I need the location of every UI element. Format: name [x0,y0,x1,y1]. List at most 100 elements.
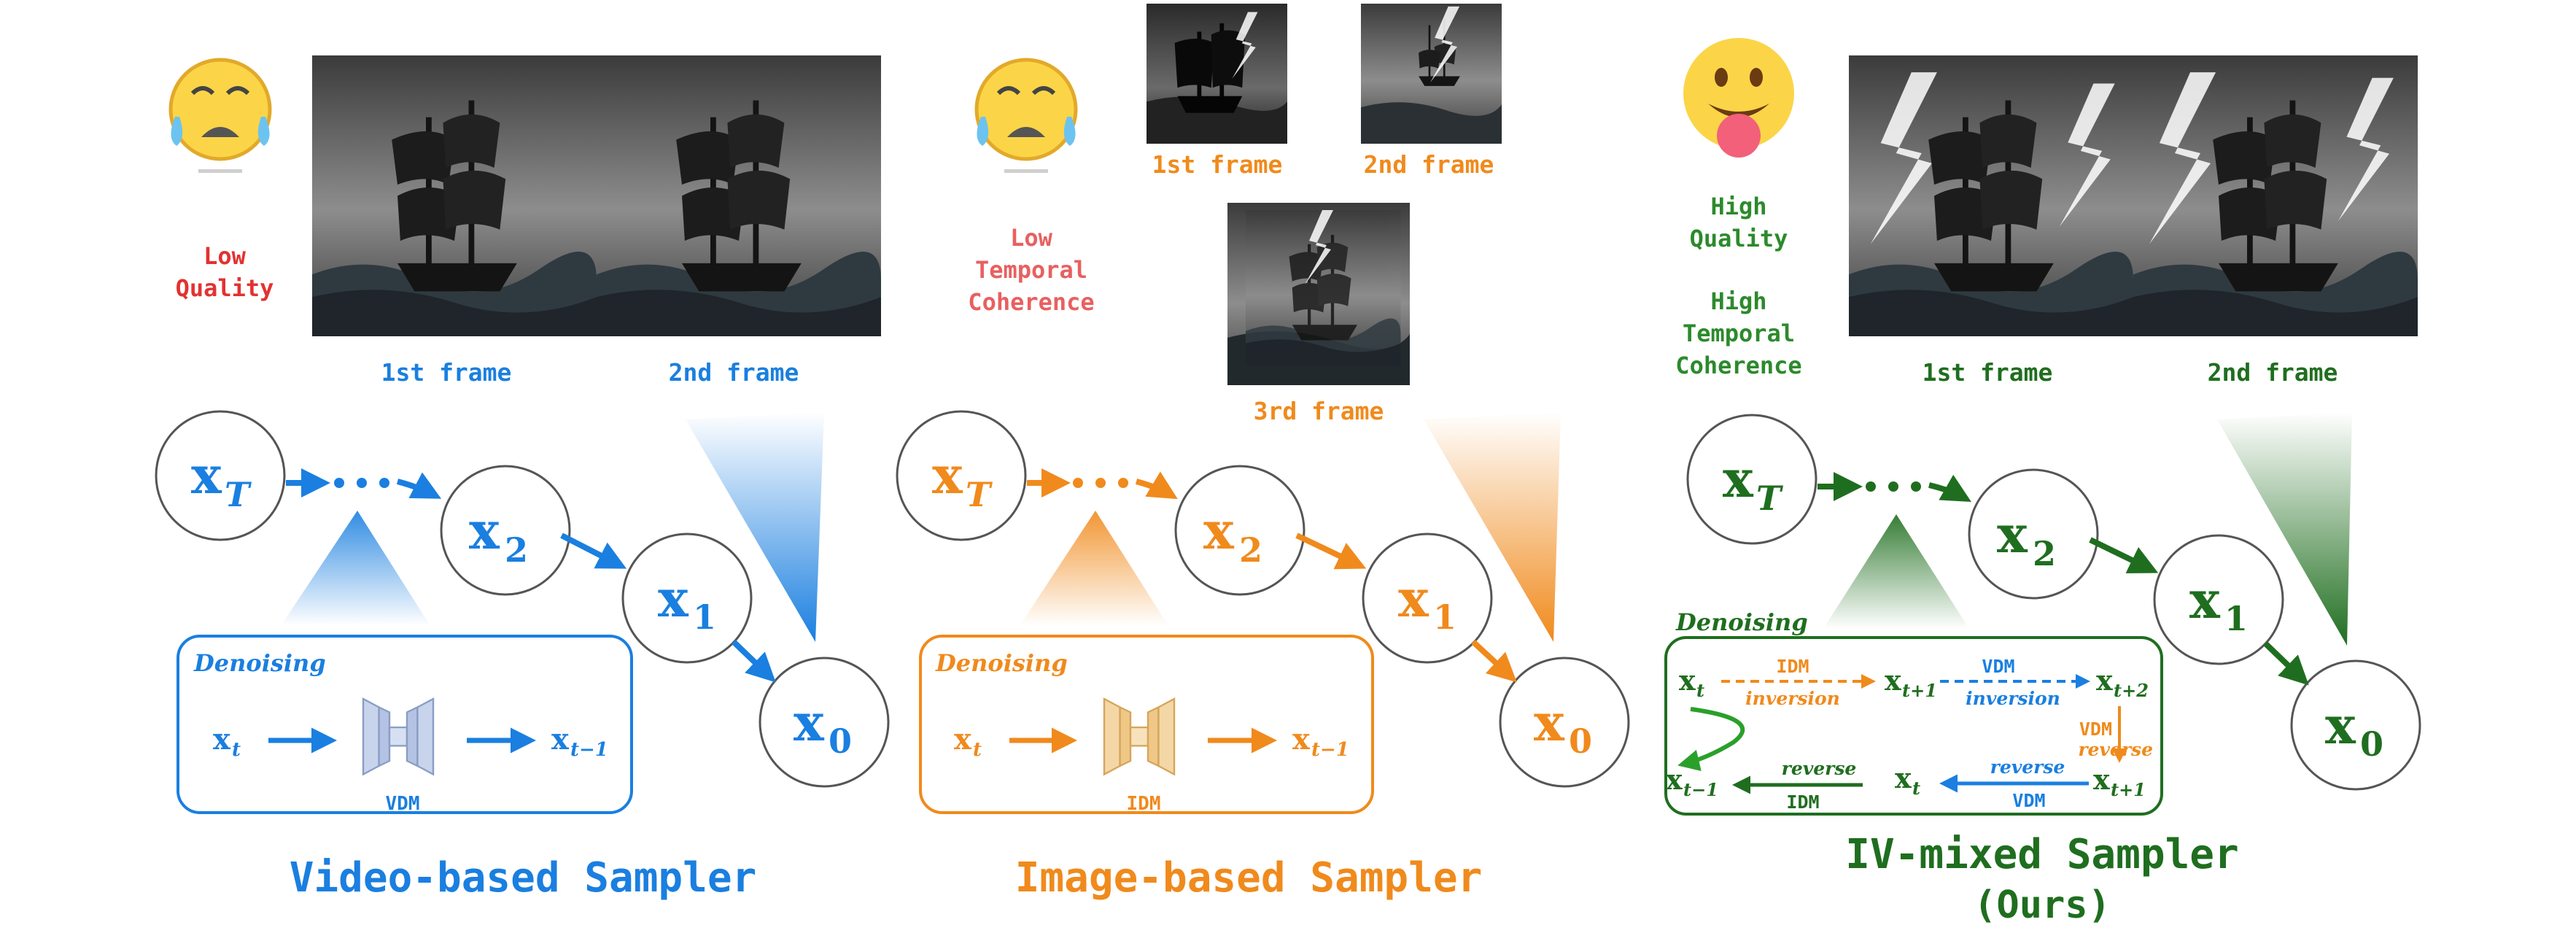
vdm-label-bottom: VDM [2012,790,2045,811]
panel-title-line1: IV-mixed Sampler [1845,831,2238,878]
reverse-label-vdm: reverse [1990,756,2065,778]
svg-text:x: x [658,568,689,629]
svg-text:x: x [794,692,825,753]
reverse-label-right: reverse [2078,739,2153,760]
frame-image-1 [312,55,597,336]
box-input-xt: x t [954,722,982,761]
node-x2: x 2 [1174,465,1306,596]
focus-triangle-up [1020,511,1168,626]
box-input-xt: x t [213,722,241,761]
svg-text:2: 2 [1239,530,1262,570]
svg-text:t: t [1696,680,1704,701]
svg-text:x: x [2325,695,2356,756]
svg-text:1: 1 [1433,597,1456,637]
svg-text:0: 0 [1569,721,1592,761]
svg-text:x: x [469,500,500,561]
panel-title-line2: (Ours) [1974,883,2111,927]
svg-text:x: x [932,445,963,506]
svg-text:x: x [1292,722,1311,756]
frame-label-1: 1st frame [1923,358,2053,387]
box-model-label: VDM [386,793,420,815]
transition-arrows [286,468,776,683]
node-x1: x 1 [1362,533,1493,664]
focus-triangle-down [1424,412,1561,642]
inversion-label-1: inversion [1745,688,1840,709]
svg-text:x: x [1398,568,1429,629]
idm-label-top: IDM [1776,656,1809,677]
coherence-label-line2: Temporal [1683,320,1795,347]
coherence-label-line3: Coherence [1675,352,1801,379]
step-xt+2: x t+2 [2096,664,2149,701]
denoising-box-title: Denoising [1675,608,1808,636]
vdm-label-right: VDM [2079,719,2112,740]
coherence-label-line1: High [1710,287,1766,315]
tongue-out-emoji-icon [1683,38,1794,158]
node-x1: x 1 [2153,534,2284,665]
node-x2: x 2 [440,465,571,596]
box-output-xt-1: x t−1 [551,722,608,761]
denoising-box [919,635,1374,814]
node-xT: x T [155,410,286,541]
step-xt+1-top: x t+1 [1885,664,1937,701]
svg-text:t: t [1912,778,1920,799]
svg-text:t−1: t−1 [1683,779,1718,800]
vdm-label-top: VDM [1982,656,2014,677]
svg-text:x: x [213,722,231,756]
svg-text:t: t [973,739,982,761]
quality-label-line2: Quality [176,274,274,302]
svg-text:x: x [1997,504,2028,565]
svg-text:1: 1 [693,597,716,637]
frame-label-1: 1st frame [381,358,512,387]
frame-image-3 [1227,203,1410,385]
frame-label-2: 2nd frame [2208,358,2338,387]
svg-text:x: x [1534,692,1565,753]
denoising-box [176,635,633,814]
focus-triangle-down [2217,412,2352,646]
frame-image-1 [1849,55,2133,336]
panel-mixed: High Quality High Temporal Coherence 1st… [1664,38,2421,927]
node-xT: x T [1686,414,1817,545]
svg-text:x: x [2093,763,2110,796]
svg-text:t+2: t+2 [2114,680,2149,701]
idm-label-bottom: IDM [1786,791,1819,813]
focus-triangle-up [1823,514,1969,629]
denoising-box-title: Denoising [193,649,326,677]
svg-text:x: x [954,722,972,756]
quality-label-line2: Quality [1690,225,1788,252]
panel-video: Low Quality 1st frame 2nd frame x T x 2 … [155,55,890,902]
crying-emoji-icon [974,58,1078,173]
frame-image-1 [1147,4,1287,144]
denoising-box-title: Denoising [935,649,1068,677]
frame-label-2: 2nd frame [669,358,799,387]
crying-emoji-icon [168,58,272,173]
step-xt-1: x t−1 [1666,763,1718,800]
step-xt-bottom: x t [1895,762,1920,799]
frame-image-2 [2133,55,2418,336]
svg-text:T: T [225,475,252,514]
coherence-label-line3: Coherence [968,288,1094,316]
svg-text:t+1: t+1 [2111,779,2146,800]
ellipsis-dots [1866,481,1921,492]
frame-label-3: 3rd frame [1254,397,1384,425]
node-x1: x 1 [621,533,753,664]
step-xt: x t [1679,664,1704,701]
inversion-label-2: inversion [1966,688,2060,709]
node-x2: x 2 [1968,468,2099,600]
panel-image: Low Temporal Coherence 1st frame 2nd fra… [896,4,1630,902]
transition-arrows [1817,472,2309,686]
transition-arrows [1027,468,1517,683]
svg-text:T: T [1756,479,1784,518]
denoising-box [1664,636,2163,816]
frame-label-2: 2nd frame [1364,150,1494,179]
node-x0: x 0 [759,657,890,788]
box-model-label: IDM [1127,793,1161,815]
coherence-label-line1: Low [1010,224,1053,252]
svg-text:x: x [1723,449,1754,509]
panel-title: Video-based Sampler [290,854,757,902]
svg-text:t+1: t+1 [1902,680,1937,701]
coherence-label-line2: Temporal [975,256,1087,284]
focus-triangle-down [686,412,824,642]
node-x0: x 0 [1499,657,1630,788]
svg-text:t−1: t−1 [1311,739,1349,761]
svg-text:0: 0 [829,721,852,761]
